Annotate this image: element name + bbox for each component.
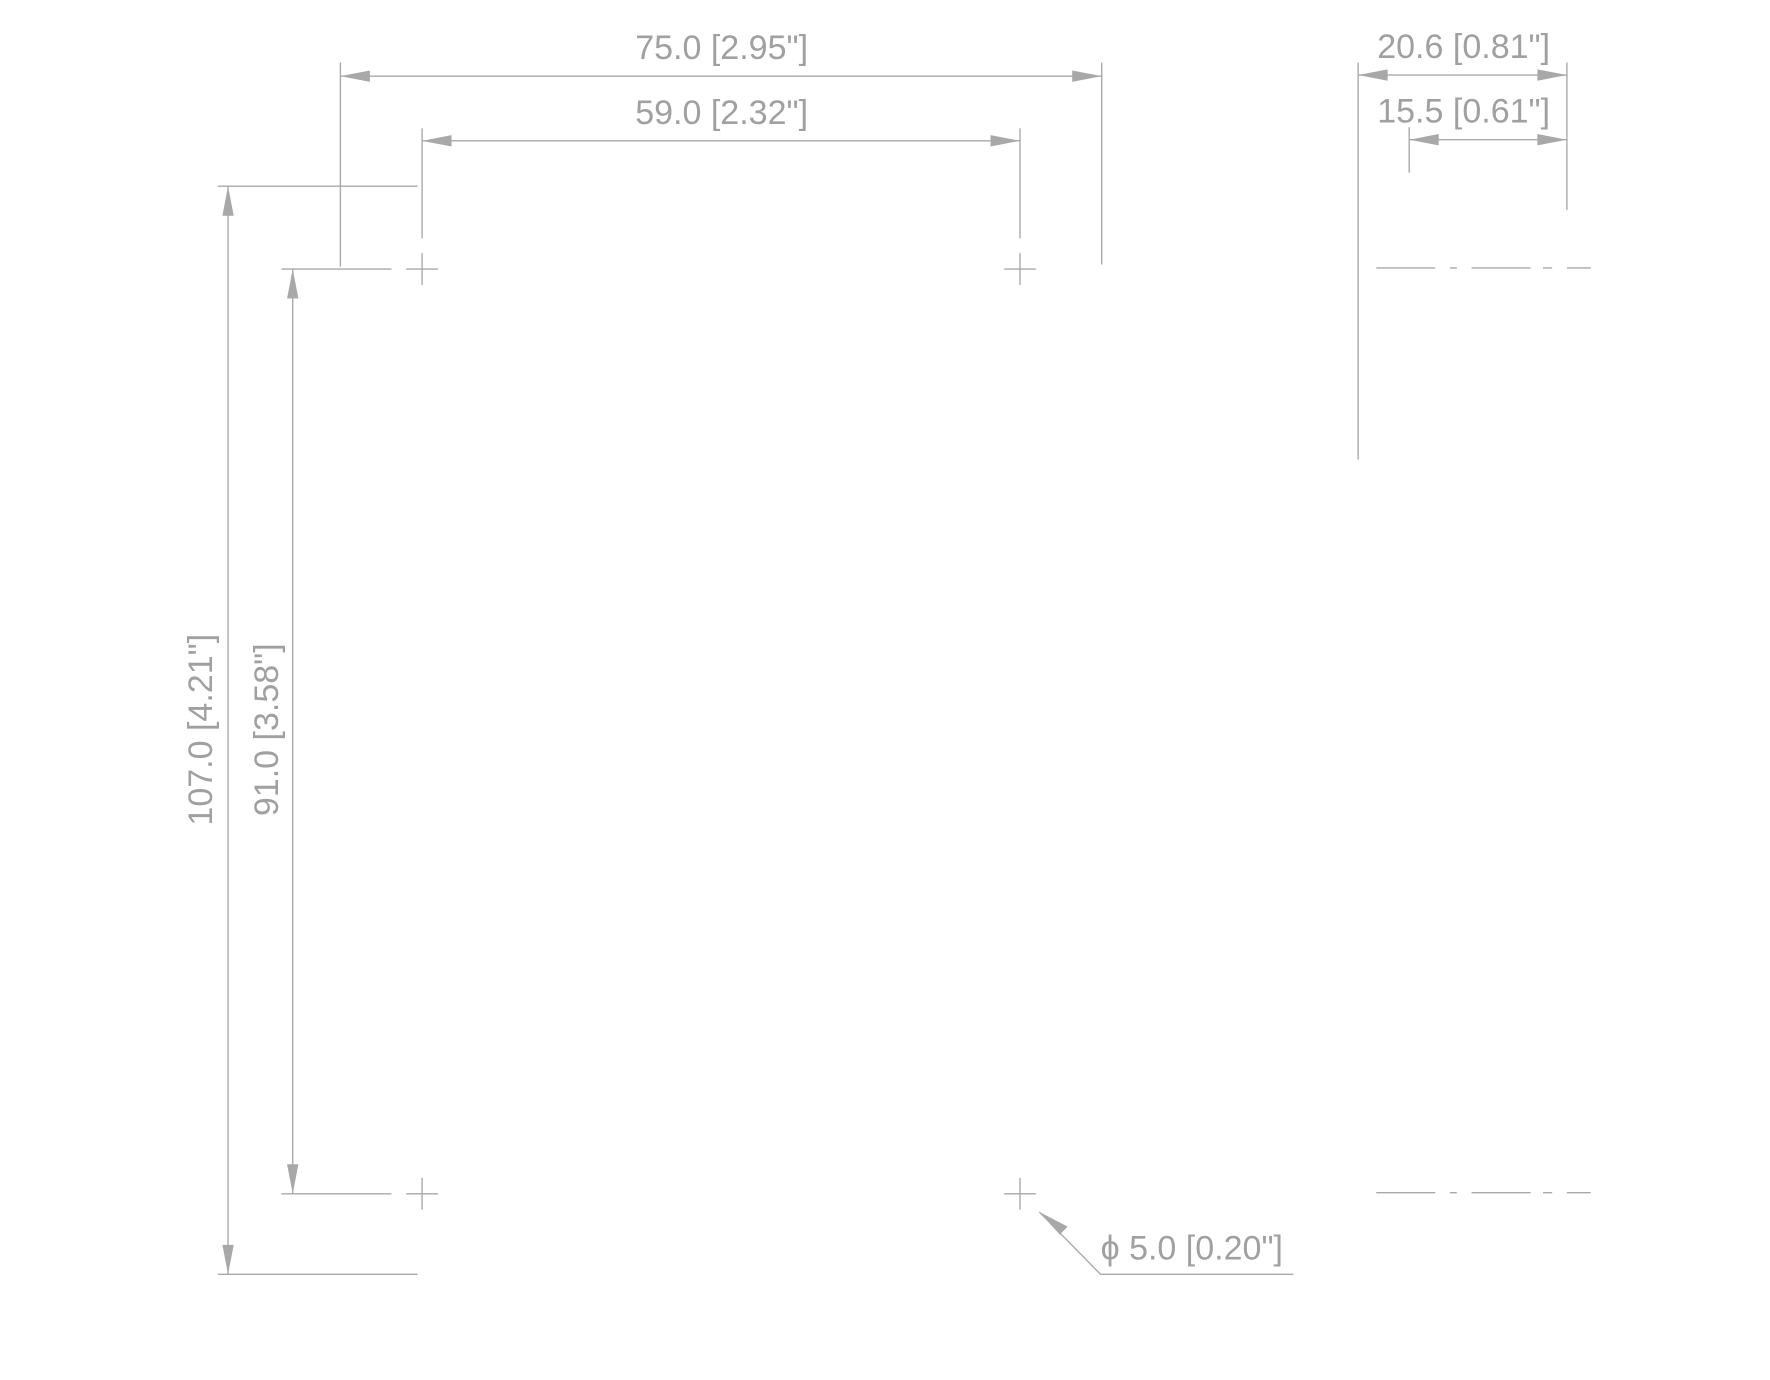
dim-overall-width: 75.0 [2.95"] bbox=[339, 29, 1103, 267]
dim-hole-spacing-width-label: 59.0 [2.32"] bbox=[635, 94, 808, 132]
extension-lines-left bbox=[217, 185, 418, 1276]
dim-body-depth: 15.5 [0.61"] bbox=[1377, 93, 1567, 173]
dim-hole-spacing-width: 59.0 [2.32"] bbox=[421, 94, 1021, 239]
crosshair-icon bbox=[406, 253, 438, 285]
crosshair-icon bbox=[406, 1177, 438, 1210]
dim-overall-depth-label: 20.6 [0.81"] bbox=[1377, 28, 1550, 66]
dim-overall-width-label: 75.0 [2.95"] bbox=[635, 29, 808, 67]
crosshair-icon bbox=[1004, 1177, 1036, 1210]
hole-center-marks bbox=[406, 253, 1036, 1210]
centerlines bbox=[1376, 267, 1591, 1194]
dim-hole-spacing-height-label: 91.0 [3.58"] bbox=[248, 643, 286, 816]
crosshair-icon bbox=[1004, 253, 1036, 285]
dim-body-depth-label: 15.5 [0.61"] bbox=[1377, 93, 1550, 131]
dim-overall-depth: 20.6 [0.81"] bbox=[1357, 28, 1568, 460]
dim-hole-diameter-label: ϕ 5.0 [0.20"] bbox=[1101, 1230, 1283, 1268]
dim-hole-spacing-height: 91.0 [3.58"] bbox=[248, 269, 299, 1194]
dim-overall-height-label: 107.0 [4.21"] bbox=[182, 634, 220, 826]
dim-hole-diameter: ϕ 5.0 [0.20"] bbox=[1038, 1211, 1294, 1276]
dim-overall-height: 107.0 [4.21"] bbox=[182, 186, 234, 1275]
